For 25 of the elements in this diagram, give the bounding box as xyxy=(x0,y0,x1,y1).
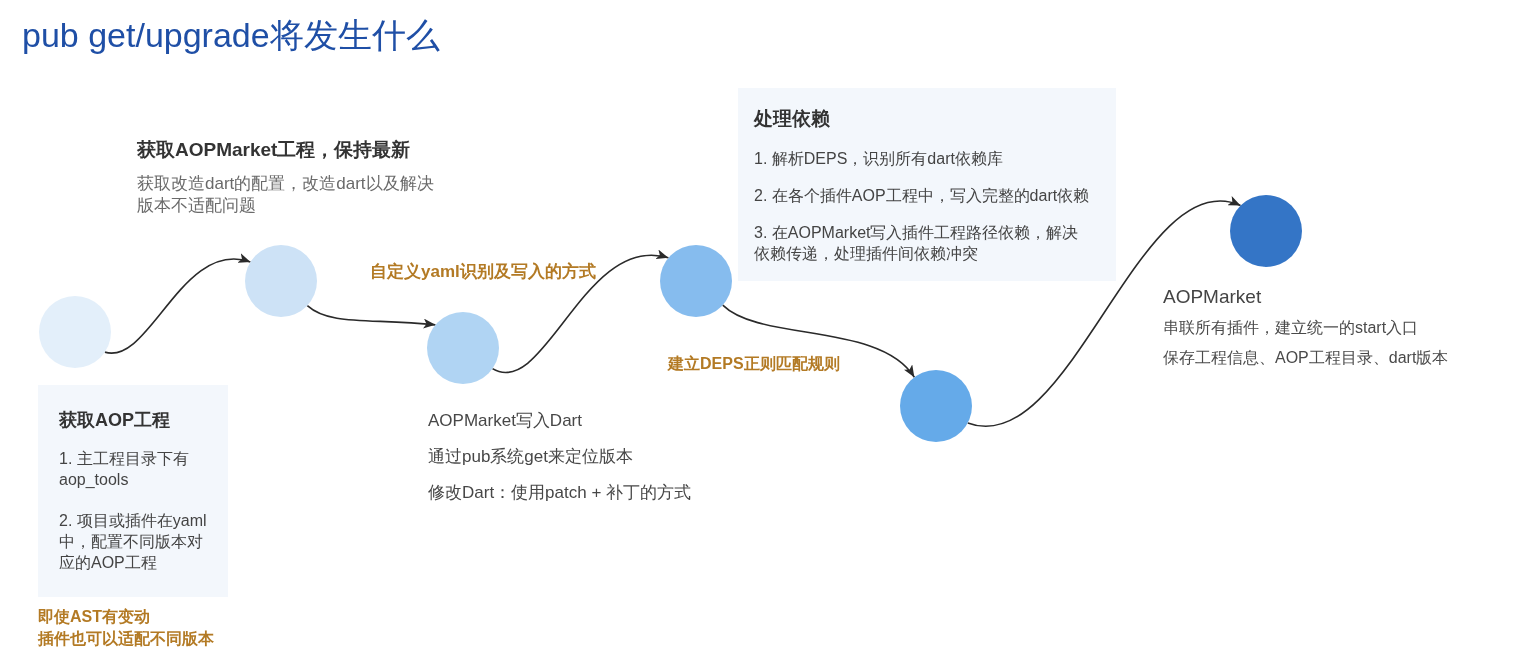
panel-heading: 获取AOP工程 xyxy=(59,409,170,432)
annotation-text: 插件也可以适配不同版本 xyxy=(38,629,214,649)
annotation-text: 自定义yaml识别及写入的方式 xyxy=(370,261,596,283)
step-text: 通过pub系统get来定位版本 xyxy=(428,446,633,468)
annotation-text: 建立DEPS正则匹配规则 xyxy=(668,354,840,374)
page-title: pub get/upgrade将发生什么 xyxy=(22,15,440,56)
step-text: 保存工程信息、AOP工程目录、dart版本 xyxy=(1163,348,1449,368)
list-item: 2. 项目或插件在yaml中，配置不同版本对应的AOP工程 xyxy=(59,511,208,573)
list-item: 1. 解析DEPS，识别所有dart依赖库 xyxy=(754,149,1004,169)
arrow xyxy=(491,251,670,374)
step-title: AOPMarket写入Dart xyxy=(428,410,582,432)
step-text: 获取改造dart的配置，改造dart以及解决版本不适配问题 xyxy=(137,173,435,217)
list-item: 2. 在各个插件AOP工程中，写入完整的dart依赖 xyxy=(754,186,1091,206)
arrow xyxy=(104,254,252,354)
arrow xyxy=(306,304,437,329)
step-text: 修改Dart：使用patch + 补丁的方式 xyxy=(428,482,692,504)
list-item: 1. 主工程目录下有aop_tools xyxy=(59,449,190,490)
step-title: AOPMarket xyxy=(1163,285,1262,309)
arrow xyxy=(721,304,916,379)
step-text: 串联所有插件，建立统一的start入口 xyxy=(1163,318,1419,338)
panel-heading: 处理依赖 xyxy=(754,107,830,131)
step-title: 获取AOPMarket工程，保持最新 xyxy=(137,138,411,162)
arrow xyxy=(967,198,1242,427)
annotation-text: 即使AST有变动 xyxy=(38,607,150,627)
list-item: 3. 在AOPMarket写入插件工程路径依赖，解决依赖传递，处理插件间依赖冲突 xyxy=(754,223,1080,264)
